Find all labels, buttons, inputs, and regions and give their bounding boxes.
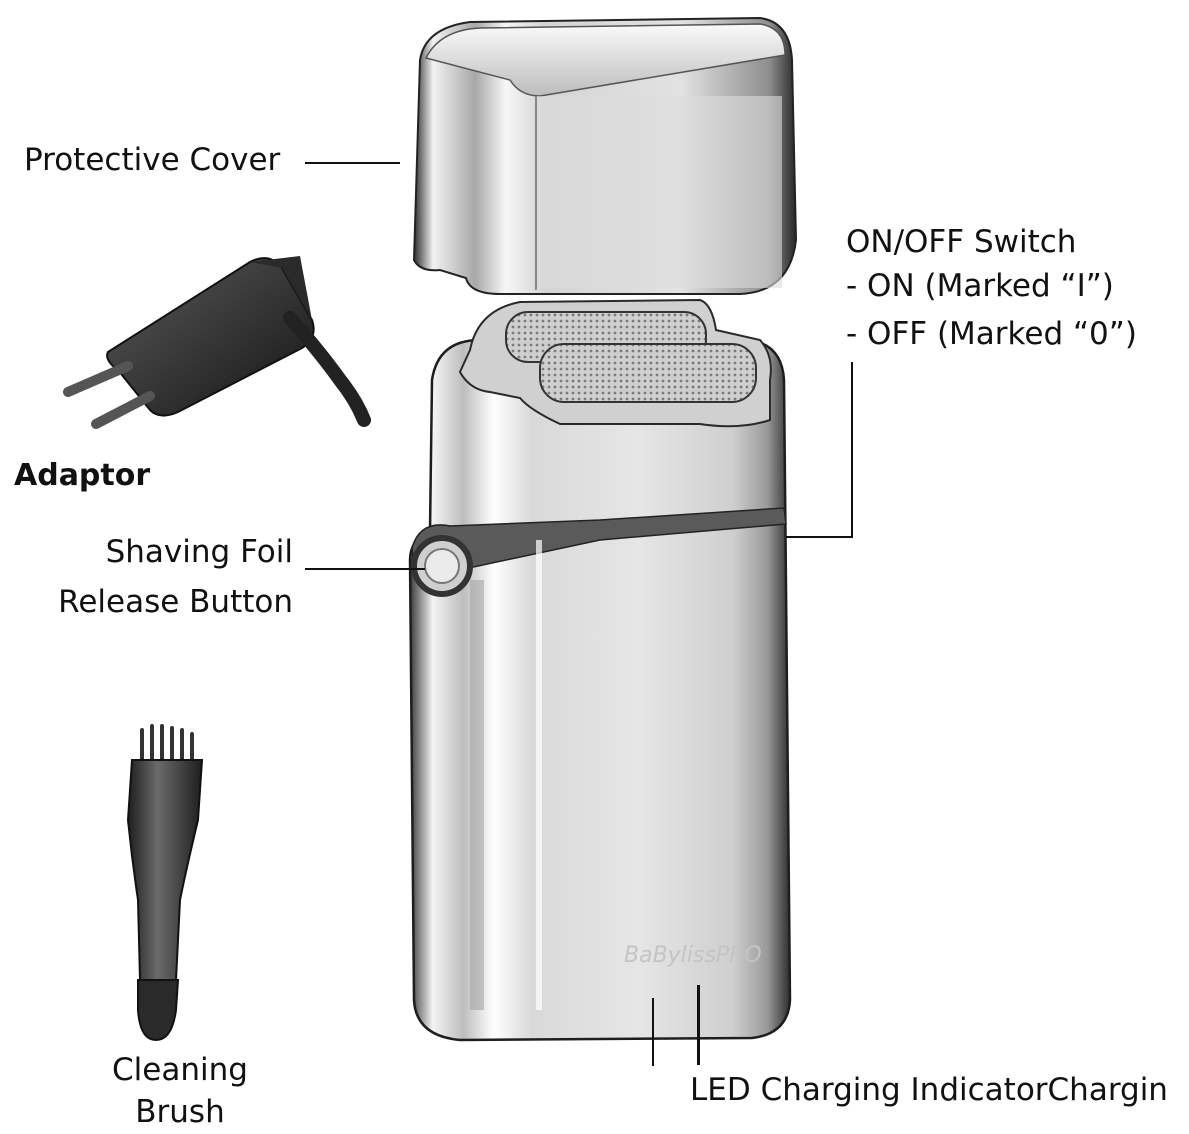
protective-cover-illustration [412, 16, 798, 295]
protective-cover-leader [305, 162, 400, 164]
brand-logo: BaBylissPRO [624, 943, 762, 968]
adaptor-label: Adaptor [14, 458, 151, 493]
on-off-leader-horizontal [786, 536, 853, 538]
led-charging-indicator-label: LED Charging IndicatorChargin [690, 1072, 1168, 1108]
cleaning-brush-label-line1: Cleaning [112, 1052, 248, 1088]
cleaning-brush-illustration [126, 724, 204, 1042]
shaving-foil-label-line1: Shaving Foil [105, 534, 293, 570]
shaving-foil-leader [305, 568, 425, 570]
adaptor-illustration [63, 256, 371, 429]
cleaning-brush-label-line2: Brush [135, 1094, 225, 1130]
shaver-body-illustration: BaBylissPRO [408, 298, 792, 1042]
charging-leader [697, 985, 700, 1065]
shaving-foil-label-line2: Release Button [58, 584, 293, 620]
on-off-label-line1: ON/OFF Switch [846, 224, 1077, 260]
on-off-label-line3: - OFF (Marked “0”) [846, 316, 1137, 352]
led-indicator-leader [652, 998, 654, 1066]
on-off-leader-vertical [851, 362, 853, 538]
on-off-label-line2: - ON (Marked “I”) [846, 268, 1114, 304]
protective-cover-label: Protective Cover [24, 142, 281, 178]
